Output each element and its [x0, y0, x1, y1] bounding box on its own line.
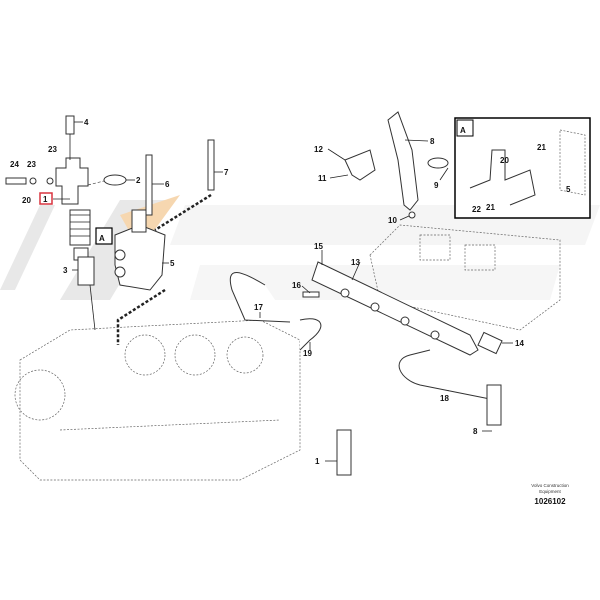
view-marker-box — [95, 227, 113, 245]
callout-15[interactable]: 15 — [314, 242, 323, 251]
drawing-number: 1026102 — [534, 497, 566, 506]
callout-16[interactable]: 16 — [292, 281, 301, 290]
injector-lower-right — [486, 384, 502, 426]
callout-12[interactable]: 12 — [314, 145, 323, 154]
callout-8[interactable]: 8 — [430, 137, 435, 146]
callout-9[interactable]: 9 — [434, 181, 439, 190]
callout-24[interactable]: 24 — [10, 160, 19, 169]
callout-label: 22 — [472, 205, 481, 214]
callout-5[interactable]: 5 — [170, 259, 175, 268]
callout-2[interactable]: 2 — [136, 176, 141, 185]
highlight-box — [39, 192, 53, 205]
callouts: 4 24 23 23 20 1 2 6 7 5 3 12 8 11 9 10 1… — [10, 118, 524, 466]
callout-10[interactable]: 10 — [388, 216, 397, 225]
callout-label: 5 — [566, 185, 571, 194]
company-name-line1: Volvo Construction — [531, 483, 569, 488]
callout-20[interactable]: 20 — [22, 196, 31, 205]
common-rail-injector — [344, 111, 449, 219]
callout-7[interactable]: 7 — [224, 168, 229, 177]
callout-19[interactable]: 19 — [303, 349, 312, 358]
callout-18[interactable]: 18 — [440, 394, 449, 403]
leader-lines — [53, 121, 513, 462]
engine-block-left — [14, 319, 301, 481]
callout-23[interactable]: 23 — [48, 145, 57, 154]
callout-label: 21 — [537, 143, 546, 152]
callout-label: 21 — [486, 203, 495, 212]
callout-1[interactable]: 1 — [43, 195, 48, 204]
unit-injector — [5, 115, 127, 331]
injector-lower — [336, 429, 352, 476]
detail-inset-a: A 20 21 21 22 5 — [454, 117, 591, 219]
inset-title: A — [460, 126, 466, 135]
callout-label: 20 — [500, 156, 509, 165]
company-name-line2: Equipment — [539, 489, 561, 494]
callout-6[interactable]: 6 — [165, 180, 170, 189]
callout-11[interactable]: 11 — [318, 174, 327, 183]
callout-23[interactable]: 23 — [27, 160, 36, 169]
callout-4[interactable]: 4 — [84, 118, 89, 127]
callout-8[interactable]: 8 — [473, 427, 478, 436]
fuel-lines — [229, 272, 496, 401]
callout-1[interactable]: 1 — [315, 457, 320, 466]
callout-3[interactable]: 3 — [63, 266, 68, 275]
callout-14[interactable]: 14 — [515, 339, 524, 348]
common-rail — [302, 261, 503, 356]
view-marker-a[interactable]: A — [99, 234, 105, 243]
fuel-pump — [114, 139, 215, 345]
callout-17[interactable]: 17 — [254, 303, 263, 312]
title-block: Volvo Construction Equipment 1026102 — [505, 483, 595, 506]
callout-13[interactable]: 13 — [351, 258, 360, 267]
